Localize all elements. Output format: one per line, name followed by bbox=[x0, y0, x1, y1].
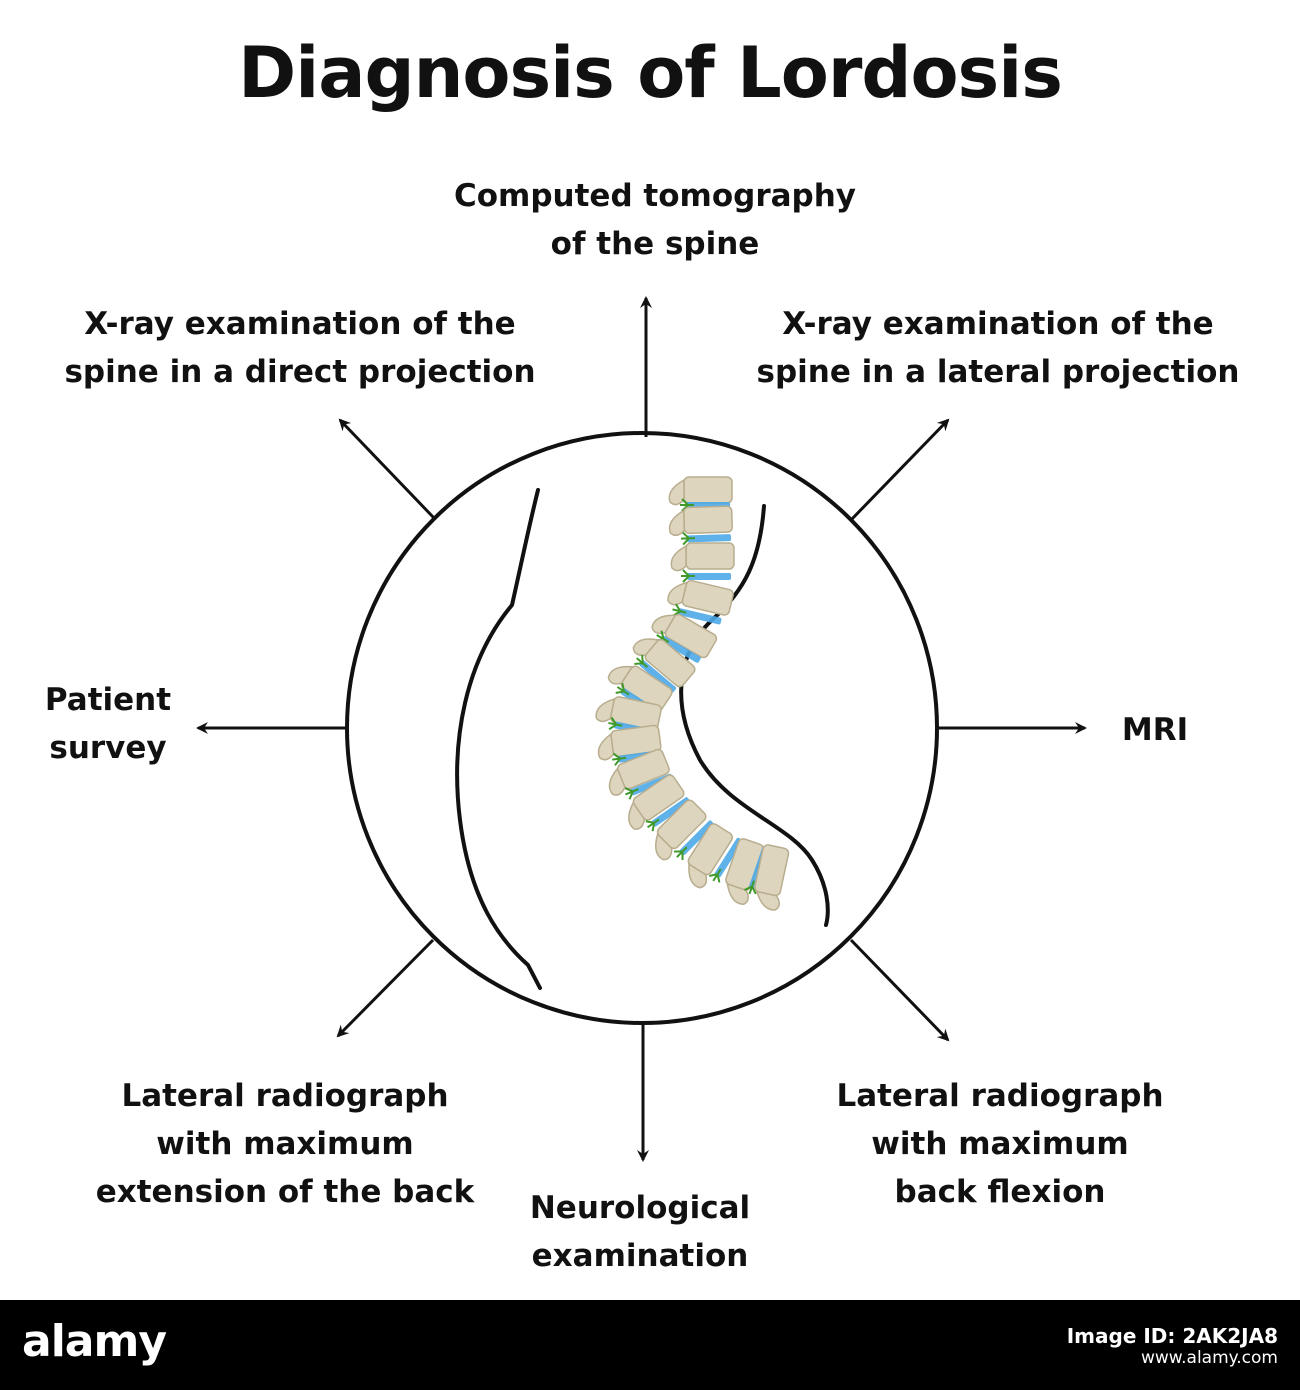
vertebra-process bbox=[670, 544, 687, 572]
spinal-nerve bbox=[744, 880, 757, 895]
arrow-top-right bbox=[849, 418, 950, 522]
footer-image-info: Image ID: 2AK2JA8 www.alamy.com bbox=[1067, 1324, 1278, 1368]
vertebra-body bbox=[683, 476, 733, 504]
vertebra-process bbox=[607, 665, 634, 685]
vertebra-process bbox=[688, 862, 708, 889]
footer-bar: alamy Image ID: 2AK2JA8 www.alamy.com bbox=[0, 1300, 1300, 1390]
intervertebral-disc bbox=[686, 534, 732, 543]
vertebra-process bbox=[668, 478, 685, 506]
vertebra-process bbox=[608, 767, 626, 796]
vertebra-process bbox=[597, 732, 615, 761]
arrow-bottom-right bbox=[849, 938, 950, 1042]
vertebra-body bbox=[683, 505, 733, 535]
diagram-title: Diagnosis of Lordosis bbox=[238, 32, 1063, 114]
footer-image-id: Image ID: 2AK2JA8 bbox=[1066, 1324, 1278, 1348]
body-silhouette bbox=[455, 488, 830, 990]
intervertebral-disc bbox=[679, 820, 715, 855]
diagnosis-diagram bbox=[196, 296, 1087, 1162]
vertebra-process bbox=[668, 509, 686, 537]
spinal-nerve bbox=[681, 569, 695, 583]
spinal-nerve bbox=[709, 868, 722, 883]
footer-brand-logo: alamy bbox=[22, 1316, 167, 1367]
spinal-nerve bbox=[674, 846, 688, 860]
vertebra-process bbox=[595, 697, 616, 723]
footer-url: www.alamy.com bbox=[1140, 1348, 1278, 1368]
arrows bbox=[196, 296, 1087, 1162]
spinal-nerve bbox=[645, 818, 660, 832]
spinal-nerve bbox=[608, 716, 623, 731]
vertebra-process bbox=[726, 882, 749, 906]
vertebra-process bbox=[628, 801, 646, 830]
intervertebral-disc bbox=[660, 636, 701, 663]
vertebra-process bbox=[655, 832, 673, 861]
vertebra-process bbox=[755, 890, 781, 911]
intervertebral-disc bbox=[687, 573, 731, 580]
spinal-nerve bbox=[624, 787, 639, 800]
intervertebral-disc bbox=[639, 660, 677, 693]
vertebra-body bbox=[685, 542, 735, 570]
label-mri: MRI bbox=[1121, 712, 1189, 748]
arrow-bottom-left bbox=[336, 938, 435, 1038]
spine-illustration bbox=[595, 476, 790, 911]
intervertebral-disc bbox=[677, 608, 722, 625]
spinal-nerve bbox=[680, 531, 696, 546]
intervertebral-disc bbox=[651, 797, 691, 827]
spinal-nerve bbox=[612, 752, 627, 766]
spinal-nerve bbox=[634, 654, 649, 668]
back-outline bbox=[679, 504, 830, 927]
vertebra-process bbox=[667, 581, 688, 606]
spinal-nerve bbox=[615, 682, 630, 696]
arrow-top-left bbox=[338, 418, 436, 520]
belly-outline bbox=[455, 488, 542, 990]
intervertebral-disc bbox=[714, 837, 743, 878]
